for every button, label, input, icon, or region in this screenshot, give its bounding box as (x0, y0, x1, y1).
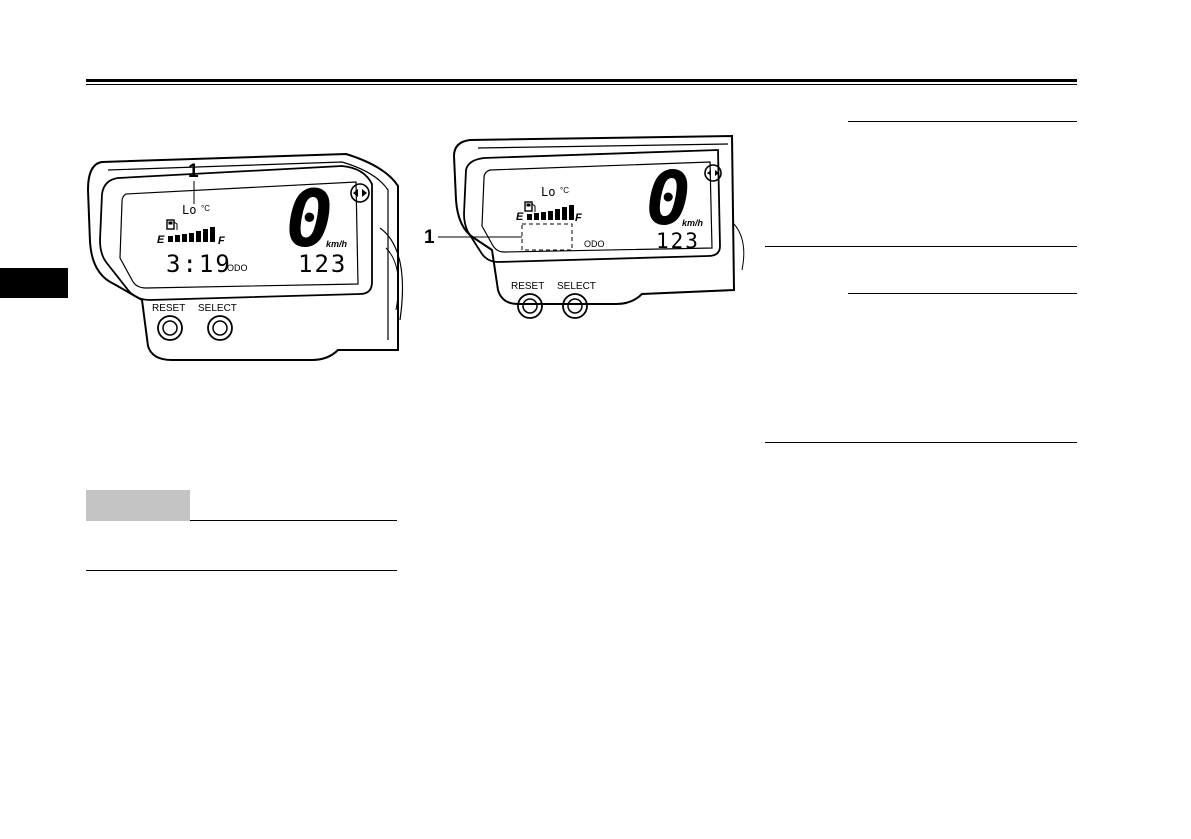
temperature-label: Lo (182, 203, 196, 217)
chapter-side-tab (0, 268, 68, 298)
note-top-rule (190, 520, 397, 521)
hidden-clock-area (521, 223, 573, 251)
odometer-value: 123 (298, 250, 347, 278)
select-button-label: SELECT (557, 281, 596, 292)
right-section2-top-rule (848, 293, 1077, 294)
fuel-pump-icon (166, 219, 178, 230)
fuel-f-label: F (575, 212, 582, 224)
select-button (207, 315, 233, 341)
select-button (562, 293, 588, 319)
fuel-gauge-bars (168, 227, 215, 242)
fuel-e-label: E (516, 211, 524, 223)
callout-number: 1 (424, 227, 435, 248)
reset-button (157, 315, 183, 341)
header-rule-thick (86, 79, 1077, 82)
reset-button (517, 293, 543, 319)
callout-number: 1 (188, 161, 199, 182)
fuel-e-label: E (157, 234, 165, 246)
odo-label: ODO (584, 239, 605, 249)
turn-signal-icon (350, 183, 370, 203)
temperature-label: Lo (541, 185, 555, 199)
reset-button-label: RESET (152, 303, 185, 314)
speed-unit: km/h (682, 218, 704, 228)
temperature-unit: °C (201, 204, 210, 213)
fuel-pump-icon (524, 201, 536, 212)
fuel-f-label: F (218, 235, 225, 247)
odo-label: ODO (227, 263, 248, 273)
speed-display: 0 (646, 156, 691, 242)
meter-illustration-no-clock: 1 Lo °C E F ODO 0 km/h 123 RESET SELECT (424, 134, 745, 319)
meter-illustration-clock: 1 Lo °C E F 3:19 ODO 0 km/h 123 RESET SE… (86, 152, 404, 361)
note-label-box (86, 490, 190, 521)
speed-display: 0 (286, 175, 333, 265)
header-rule-thin (86, 84, 1077, 85)
right-section1-top-rule (848, 121, 1077, 122)
reset-button-label: RESET (511, 281, 544, 292)
right-section2-bottom-rule (765, 442, 1077, 443)
fuel-gauge-bars (527, 205, 574, 220)
speed-unit: km/h (326, 239, 348, 249)
note-bottom-rule (86, 570, 397, 571)
right-section1-bottom-rule (765, 246, 1077, 247)
temperature-unit: °C (560, 186, 569, 195)
clock-display: 3:19 (166, 250, 232, 278)
select-button-label: SELECT (198, 303, 237, 314)
odometer-value: 123 (656, 229, 700, 253)
turn-signal-icon (704, 164, 722, 182)
